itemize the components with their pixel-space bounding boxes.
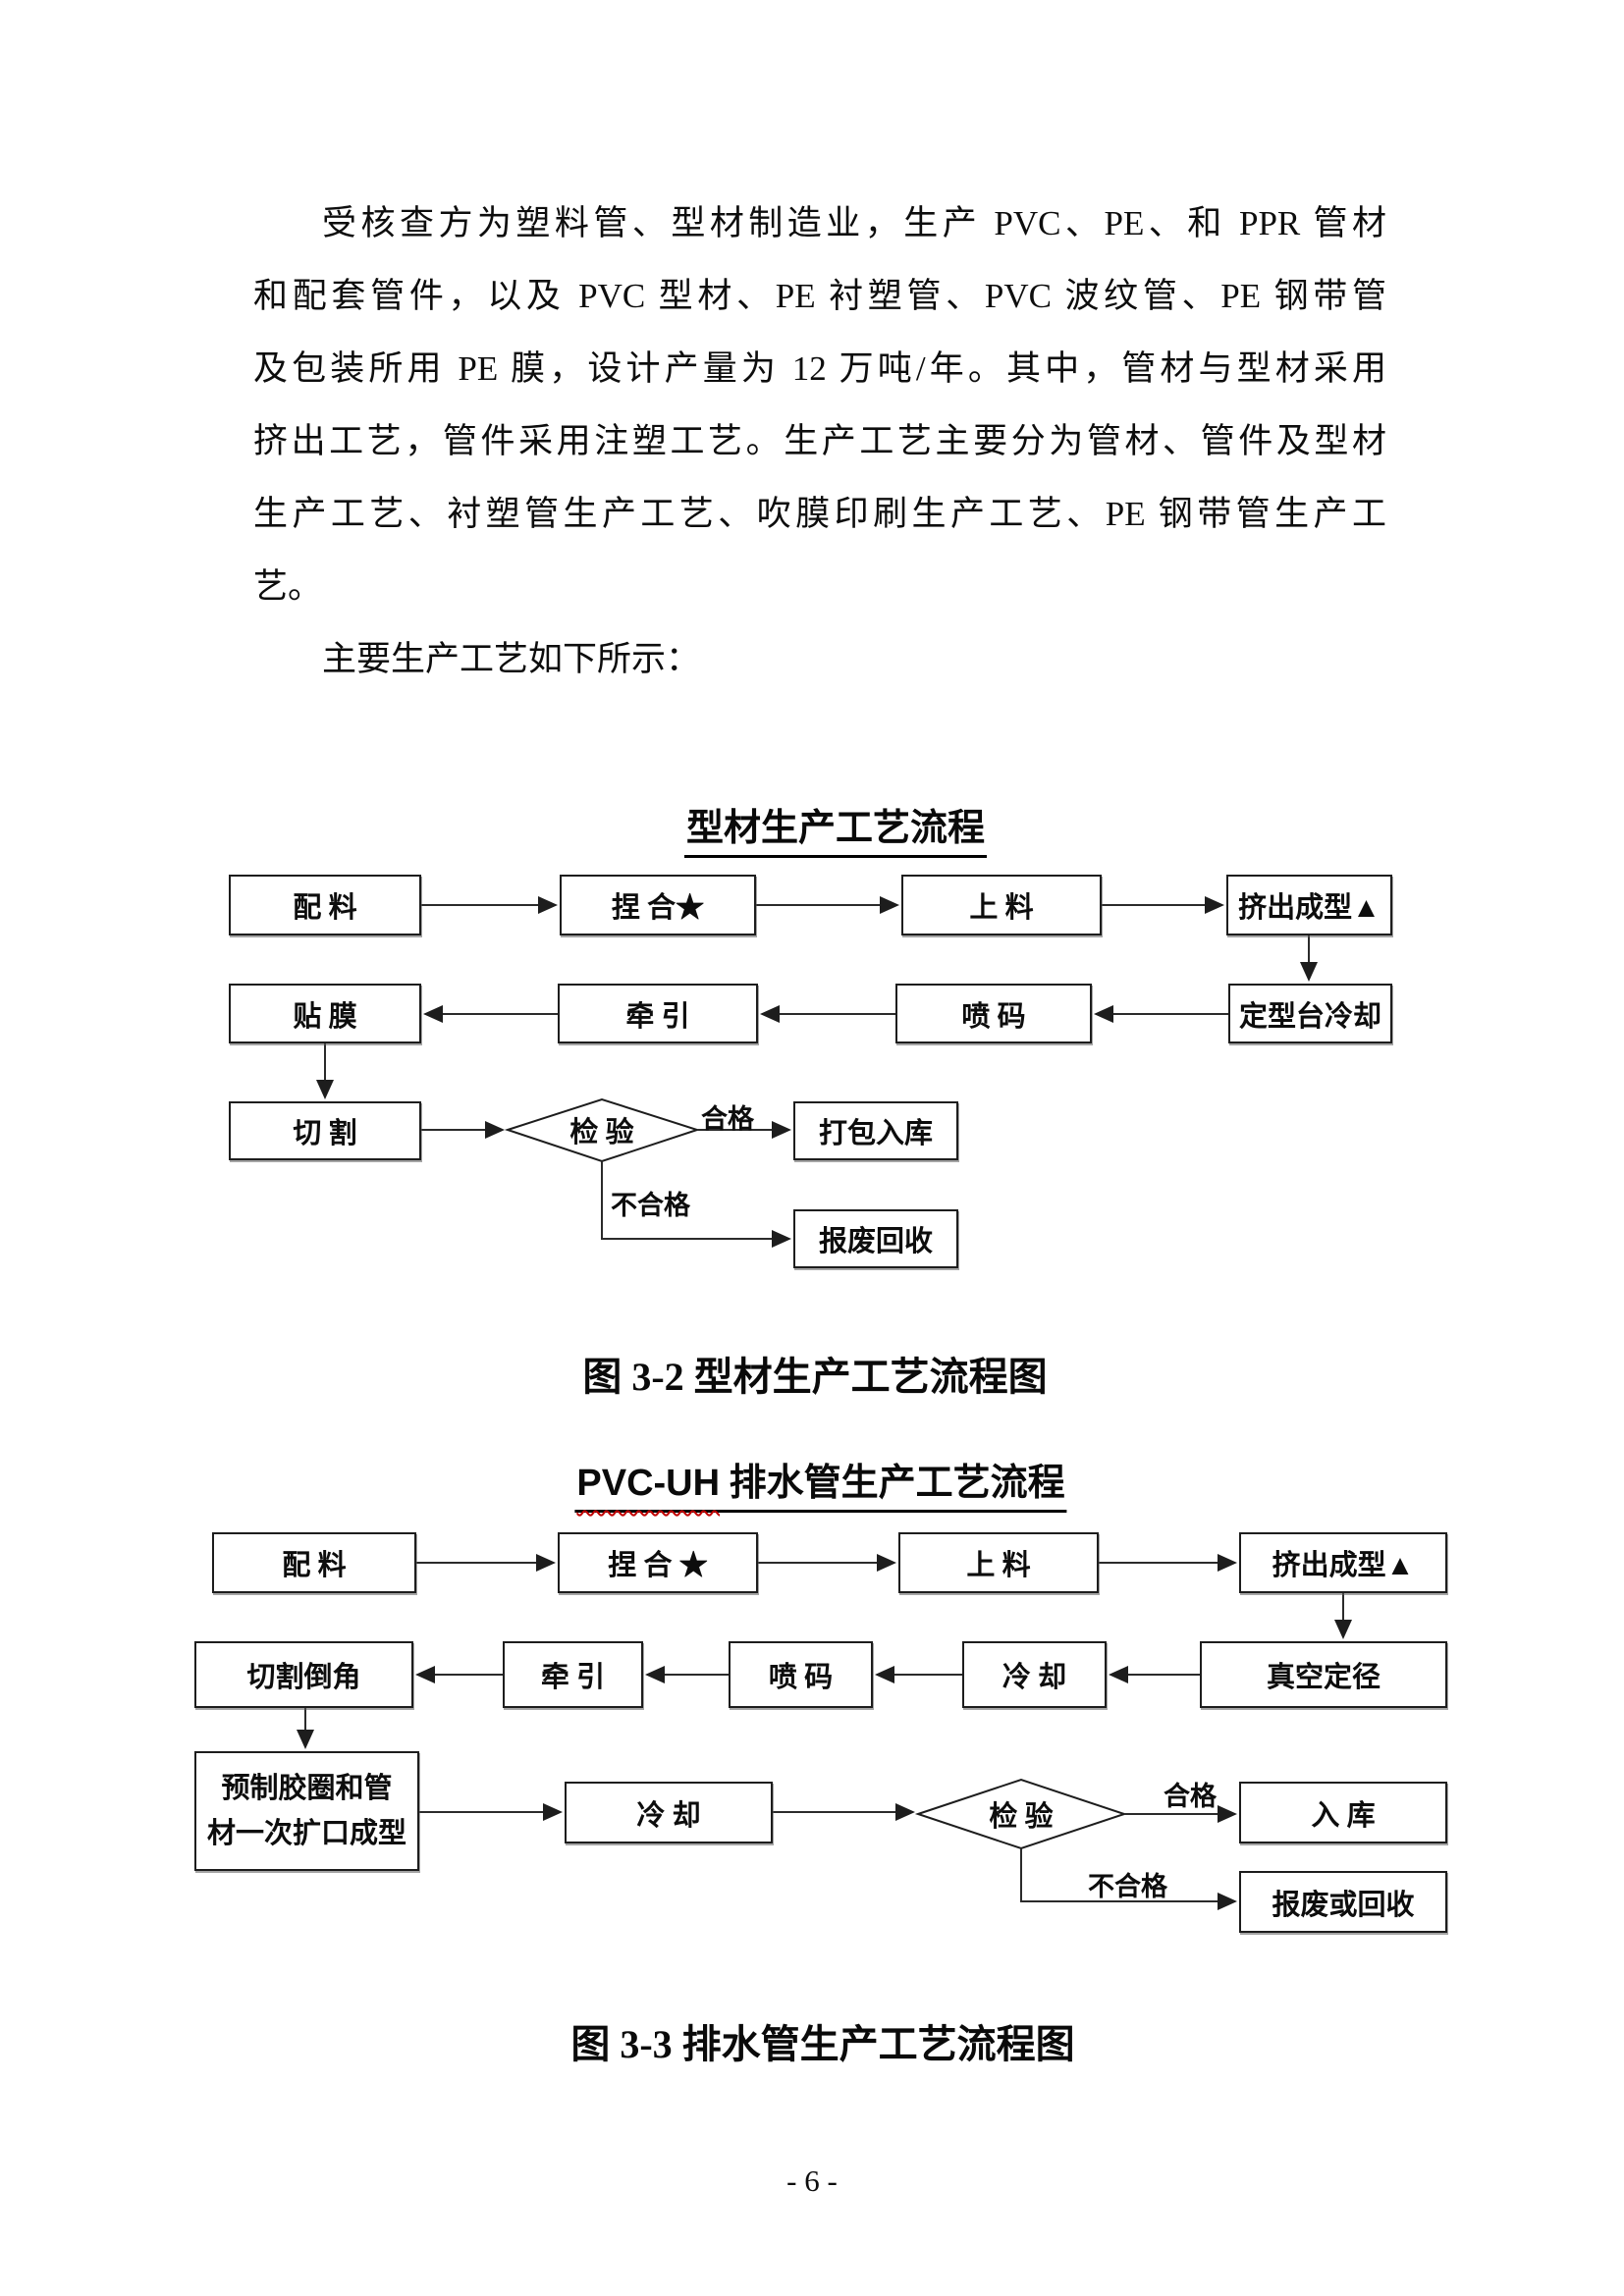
paragraph-line: 挤出工艺，管件采用注塑工艺。生产工艺主要分为管材、管件及型材 [253,422,1386,460]
chart2-node-vacuum-sizing: 真空定径 [1200,1641,1447,1708]
chart2-title-latin: PVC-UH [576,1463,721,1504]
chart1-node-kneading: 捏 合★ [560,875,756,935]
chart1-node-shaping-table-cooling: 定型台冷却 [1228,984,1392,1043]
chart2-node-batching: 配 料 [212,1532,416,1593]
chart2-node-kneading: 捏 合 ★ [558,1532,758,1593]
paragraph-line: 及包装所用 PE 膜，设计产量为 12 万吨/年。其中，管材与型材采用 [253,349,1386,388]
chart2-node-warehousing: 入 库 [1239,1782,1447,1843]
chart1-node-feeding: 上 料 [901,875,1102,935]
chart1-caption: 图 3-2 型材生产工艺流程图 [582,1355,1048,1399]
chart2-node-cutting-chamfering: 切割倒角 [194,1641,413,1708]
paragraph-line: 受核查方为塑料管、型材制造业，生产 PVC、PE、和 PPR 管材 [322,204,1386,242]
chart2-title-cjk: 排水管生产工艺流程 [720,1463,1065,1504]
paragraph-line: 生产工艺、衬塑管生产工艺、吹膜印刷生产工艺、PE 钢带管生产工 [253,495,1386,533]
chart2-node-preformed-socket-line2: 材一次扩口成型 [206,1818,406,1849]
chart2-title: PVC-UH 排水管生产工艺流程 [574,1452,1067,1513]
chart2-node-preformed-socket-line1: 预制胶圈和管 [221,1773,393,1804]
chart1-node-traction: 牵 引 [558,984,758,1043]
chart1-node-code-spraying: 喷 码 [895,984,1092,1043]
chart2-node-cooling-2: 冷 却 [565,1782,773,1843]
chart1-node-cutting: 切 割 [229,1101,421,1160]
chart2-node-traction: 牵 引 [503,1641,643,1708]
chart2-node-extrusion-molding: 挤出成型▲ [1239,1532,1447,1593]
body-paragraph: 受核查方为塑料管、型材制造业，生产 PVC、PE、和 PPR 管材 和配套管件，… [253,187,1386,696]
chart1-title: 型材生产工艺流程 [683,797,988,858]
page-number: - 6 - [786,2163,838,2198]
chart2-node-inspection: 检 验 [989,1801,1054,1833]
chart2-node-cooling: 冷 却 [962,1641,1107,1708]
chart2-caption: 图 3-3 排水管生产工艺流程图 [570,2022,1075,2066]
chart1-node-batching: 配 料 [229,875,421,935]
lead-line: 主要生产工艺如下所示： [322,640,701,678]
chart2-fail-label: 不合格 [1088,1872,1167,1901]
chart2-node-feeding: 上 料 [898,1532,1099,1593]
paragraph-line: 艺。 [253,567,323,606]
chart1-fail-label: 不合格 [611,1191,690,1220]
paragraph-line: 和配套管件，以及 PVC 型材、PE 衬塑管、PVC 波纹管、PE 钢带管 [253,277,1386,315]
chart1-pass-label: 合格 [701,1104,754,1134]
chart2-node-preformed-socket: 预制胶圈和管 材一次扩口成型 [194,1751,419,1871]
chart1-node-inspection: 检 验 [569,1117,634,1148]
chart1-node-scrap-recycling: 报废回收 [793,1209,958,1268]
chart1-node-extrusion-molding: 挤出成型▲ [1226,875,1392,935]
chart1-node-packing-warehousing: 打包入库 [793,1101,958,1160]
chart2-node-code-spraying: 喷 码 [729,1641,873,1708]
chart1-node-film-laminating: 贴 膜 [229,984,421,1043]
chart2-pass-label: 合格 [1164,1782,1217,1811]
chart2-node-scrap-or-recycle: 报废或回收 [1239,1871,1447,1933]
